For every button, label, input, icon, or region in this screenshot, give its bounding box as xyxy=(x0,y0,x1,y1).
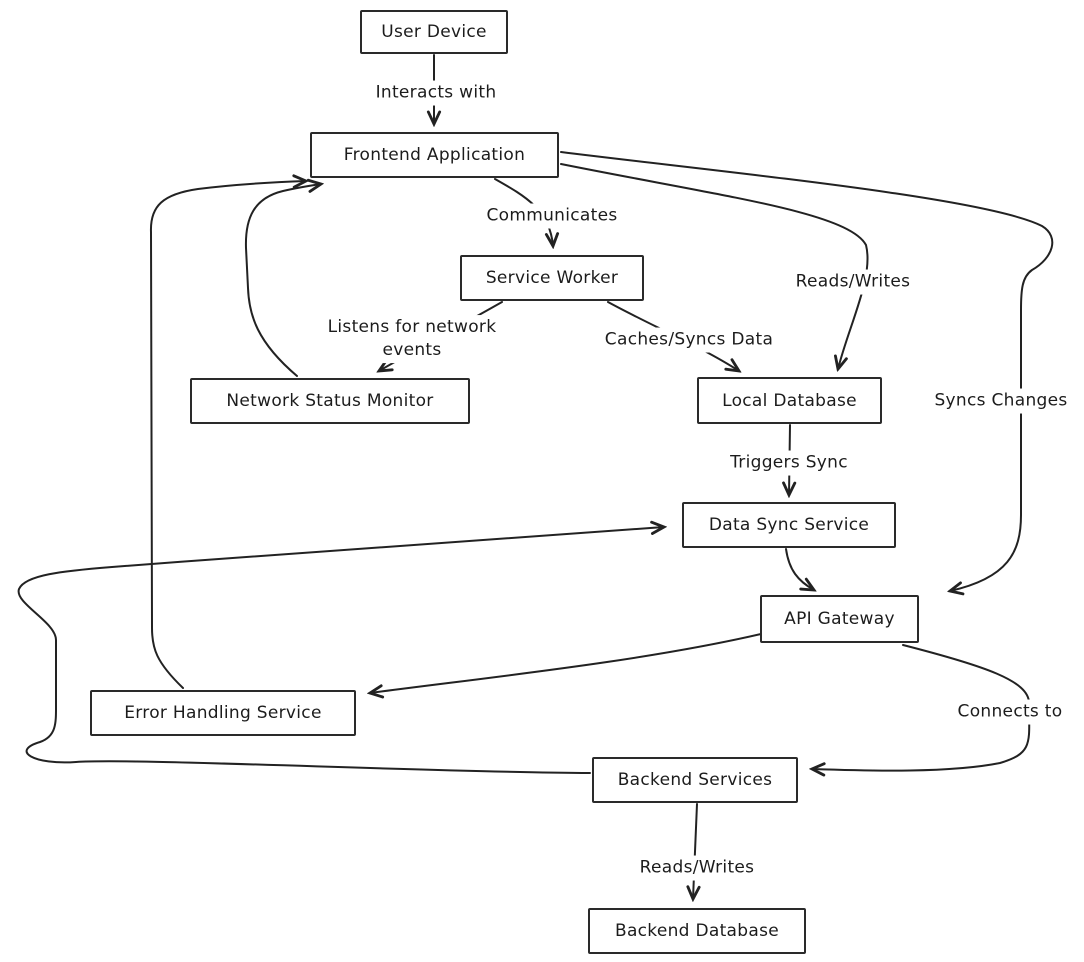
edge-frontend-application-to-api-gateway xyxy=(560,151,1054,591)
node-api-gateway: API Gateway xyxy=(760,595,919,643)
edge-error-handling-service-to-frontend-application xyxy=(149,181,306,689)
node-backend-services-label: Backend Services xyxy=(617,770,773,790)
node-local-database: Local Database xyxy=(697,377,882,424)
node-network-status-monitor: Network Status Monitor xyxy=(190,378,470,424)
edge-frontend-application-to-local-database xyxy=(560,163,869,369)
node-network-status-monitor-label: Network Status Monitor xyxy=(226,391,434,411)
node-error-handling-service-label: Error Handling Service xyxy=(124,703,322,723)
edge-api-gateway-to-error-handling-service xyxy=(370,633,762,693)
edge-label-reads-writes-backend: Reads/Writes xyxy=(634,855,760,881)
node-frontend-application-label: Frontend Application xyxy=(343,145,526,165)
node-frontend-application: Frontend Application xyxy=(310,132,559,178)
edge-label-caches-syncs-data: Caches/Syncs Data xyxy=(599,327,779,353)
node-local-database-label: Local Database xyxy=(722,390,857,411)
node-backend-database-label: Backend Database xyxy=(614,921,779,941)
edge-backend-services-to-data-sync-service xyxy=(17,527,664,774)
node-service-worker: Service Worker xyxy=(460,255,644,301)
edge-label-interacts-with: Interacts with xyxy=(370,80,502,106)
edge-backend-services-to-backend-database xyxy=(693,803,697,899)
edge-label-connects-to: Connects to xyxy=(952,699,1068,725)
edge-label-reads-writes-local: Reads/Writes xyxy=(790,269,916,295)
edge-label-triggers-sync: Triggers Sync xyxy=(725,450,853,476)
edge-label-listens-for-network-events: Listens for network events xyxy=(296,315,528,363)
node-data-sync-service: Data Sync Service xyxy=(682,502,896,548)
edge-data-sync-service-to-api-gateway xyxy=(785,548,814,590)
node-api-gateway-label: API Gateway xyxy=(784,609,895,629)
edge-label-communicates: Communicates xyxy=(481,203,623,229)
node-user-device-label: User Device xyxy=(381,22,487,42)
node-data-sync-service-label: Data Sync Service xyxy=(708,515,870,535)
node-user-device: User Device xyxy=(360,10,508,54)
edge-network-status-monitor-to-frontend-application xyxy=(244,184,321,377)
node-service-worker-label: Service Worker xyxy=(485,268,619,288)
node-error-handling-service: Error Handling Service xyxy=(90,690,356,736)
node-backend-database: Backend Database xyxy=(588,908,806,954)
node-backend-services: Backend Services xyxy=(592,757,798,803)
edge-api-gateway-to-backend-services xyxy=(812,644,1031,771)
edge-label-syncs-changes: Syncs Changes xyxy=(929,388,1073,414)
